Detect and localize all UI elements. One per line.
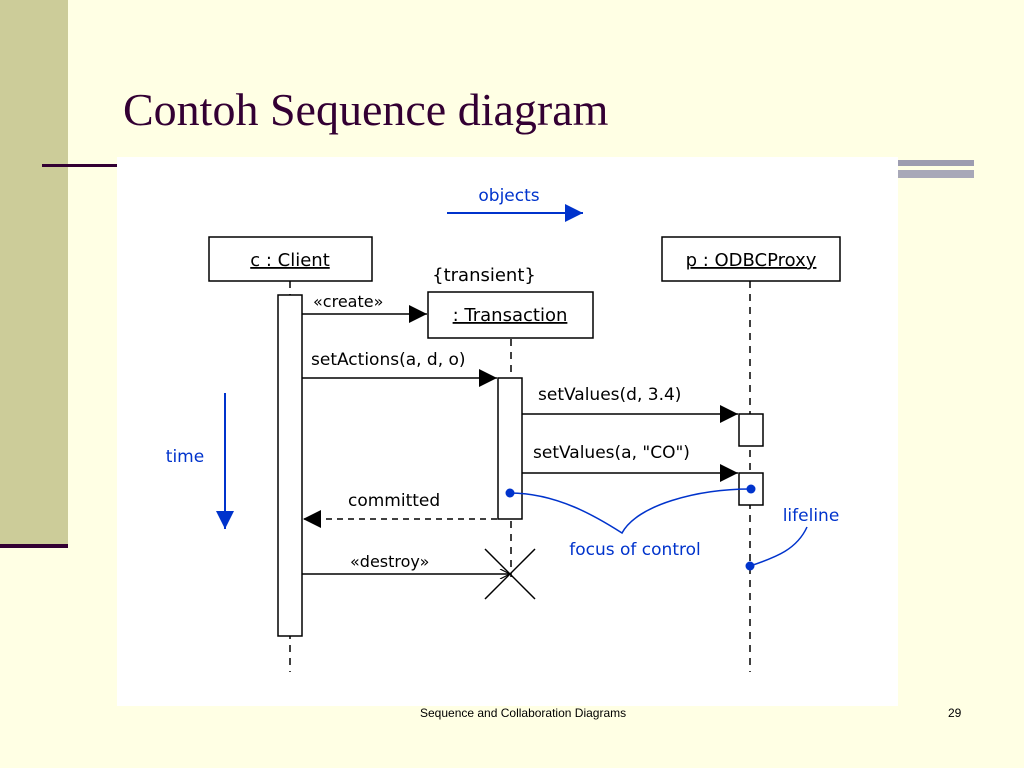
- slide-title: Contoh Sequence diagram: [123, 84, 609, 135]
- lifeline-annotation-label: lifeline: [783, 506, 840, 526]
- client-object-box: [208, 236, 373, 282]
- create-message-label: «create»: [313, 292, 383, 311]
- proxy-object-box: [661, 236, 841, 282]
- focus-of-control-dot-right: [746, 484, 756, 494]
- transient-constraint: {transient}: [432, 265, 536, 286]
- left-accent-rule: [0, 544, 68, 548]
- proxy-activation-1: [738, 413, 764, 447]
- set-values-2-message-label: setValues(a, "CO"): [533, 443, 690, 463]
- lifeline-annotation-curve: [749, 526, 808, 567]
- destroy-message-label: «destroy»: [350, 552, 429, 571]
- page-number: 29: [948, 706, 962, 720]
- time-annotation-label: time: [166, 447, 204, 467]
- client-object-label: c : Client: [250, 250, 330, 271]
- proxy-object-label: p : ODBCProxy: [686, 250, 817, 271]
- sequence-diagram: objects c : Client {transient} : Transac…: [117, 157, 898, 706]
- slide-footer: Sequence and Collaboration Diagrams: [420, 706, 627, 720]
- title-underline-rule: [42, 164, 124, 167]
- destroy-mark: [484, 548, 536, 600]
- committed-message-label: committed: [348, 491, 440, 511]
- focus-of-control-label: focus of control: [569, 540, 700, 560]
- transaction-object-box: [427, 291, 594, 339]
- side-band: [0, 0, 68, 548]
- set-values-1-message-label: setValues(d, 3.4): [538, 385, 681, 405]
- lifeline-annotation-dot: [745, 561, 755, 571]
- objects-annotation-label: objects: [478, 186, 539, 206]
- focus-of-control-dot-left: [505, 488, 515, 498]
- transaction-activation: [497, 377, 523, 520]
- client-activation: [277, 294, 303, 637]
- right-accent-rule-top: [896, 160, 974, 166]
- focus-of-control-brace: [509, 488, 752, 535]
- transaction-object-label: : Transaction: [453, 305, 568, 326]
- right-accent-rule-bottom: [896, 170, 974, 178]
- set-actions-message-label: setActions(a, d, o): [311, 350, 466, 370]
